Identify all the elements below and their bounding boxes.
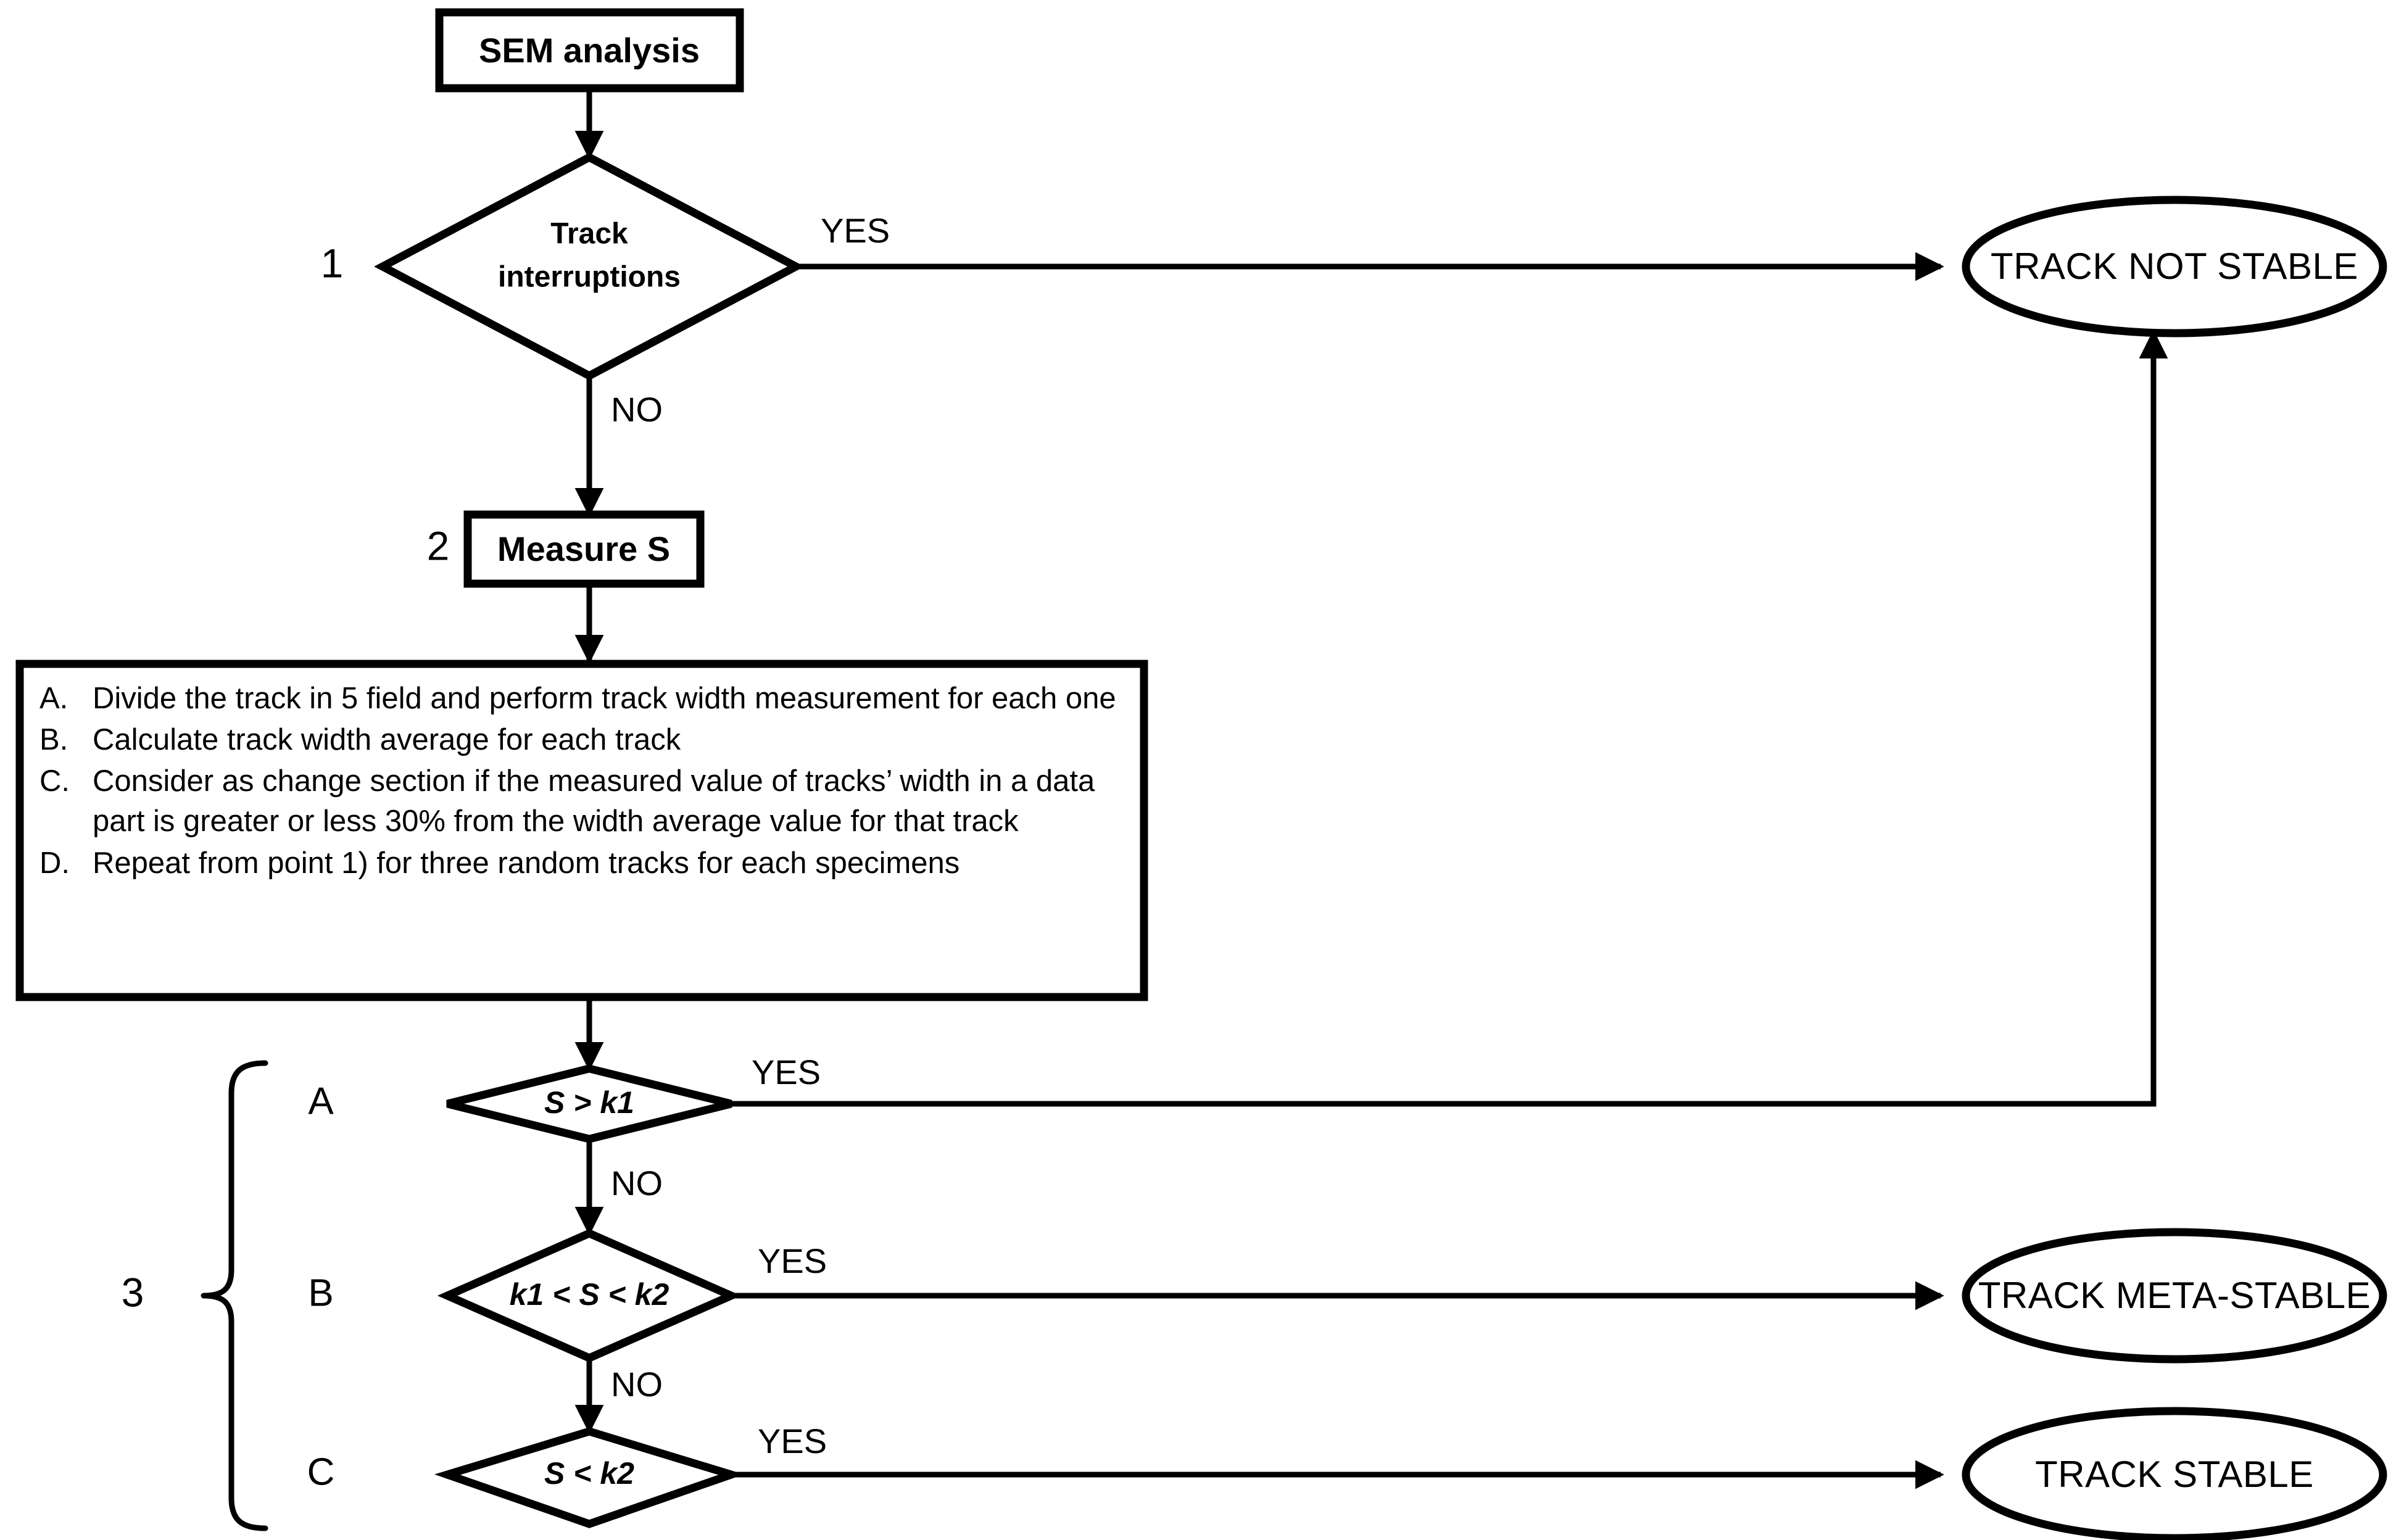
node-decision-s-gt-k1-diamond (446, 1064, 732, 1143)
procedure-list: A. Divide the track in 5 field and perfo… (23, 668, 1140, 992)
edge-label-decision1-yes: YES (821, 211, 890, 250)
edge-label-decision1-no: NO (611, 390, 663, 429)
list-item: C. Consider as change section if the mea… (39, 761, 1125, 842)
edge-label-decisionA-no: NO (611, 1164, 663, 1203)
edge-label-decisionB-yes: YES (758, 1241, 827, 1280)
step-number-1: 1 (321, 240, 344, 286)
node-track-stable-ellipse (1962, 1407, 2387, 1540)
list-item: A. Divide the track in 5 field and perfo… (39, 679, 1125, 719)
group-3-curly-brace (201, 1060, 268, 1531)
node-track-not-stable-label: TRACK NOT STABLE (1991, 246, 2358, 287)
list-item-marker: A. (39, 682, 68, 715)
node-sem-analysis-box (435, 8, 744, 93)
branch-letter-b: B (308, 1272, 333, 1314)
list-item-marker: B. (39, 723, 68, 757)
node-track-stable-label: TRACK STABLE (2035, 1454, 2314, 1495)
list-item-marker: D. (39, 846, 70, 880)
node-measure-s-box (463, 510, 705, 588)
edge-label-decisionC-yes: YES (758, 1422, 827, 1460)
node-track-not-stable-ellipse (1962, 196, 2387, 337)
node-track-meta-stable-label: TRACK META-STABLE (1978, 1275, 2371, 1316)
node-track-interruptions-label-line1: Track (550, 218, 628, 250)
node-decision-s-lt-k2-label: S < k2 (544, 1456, 634, 1491)
node-decision-s-lt-k2-diamond (434, 1427, 744, 1528)
node-track-meta-stable-ellipse (1962, 1228, 2387, 1364)
node-measure-s-label: Measure S (497, 529, 670, 568)
list-item-marker: C. (39, 764, 70, 798)
branch-letter-c: C (307, 1451, 335, 1493)
step-number-2: 2 (427, 523, 450, 568)
node-sem-analysis-label: SEM analysis (479, 31, 700, 70)
step-number-3: 3 (122, 1269, 144, 1315)
list-item-text: Consider as change section if the measur… (93, 764, 1095, 838)
edge-label-decisionB-no: NO (611, 1365, 663, 1404)
node-decision-k1-s-k2-diamond (437, 1228, 742, 1363)
node-track-interruptions-label-line2: interruptions (498, 261, 681, 294)
edge-label-decisionA-yes: YES (752, 1053, 821, 1091)
branch-letter-a: A (308, 1080, 334, 1122)
node-track-interruptions-diamond (374, 152, 805, 381)
node-procedure-box (15, 660, 1148, 1001)
list-item: D. Repeat from point 1) for three random… (39, 843, 1125, 884)
node-decision-s-gt-k1-label: S > k1 (544, 1085, 634, 1120)
edge-decisionA-yes-to-not-stable (731, 329, 2168, 1107)
list-item-text: Calculate track width average for each t… (93, 723, 681, 757)
list-item-text: Divide the track in 5 field and perform … (93, 682, 1116, 715)
node-measure-s-label-text: Measure S (497, 529, 670, 568)
node-decision-k1-s-k2-label: k1 < S < k2 (510, 1277, 669, 1312)
list-item-text: Repeat from point 1) for three random tr… (93, 846, 960, 880)
list-item: B. Calculate track width average for eac… (39, 720, 1125, 760)
